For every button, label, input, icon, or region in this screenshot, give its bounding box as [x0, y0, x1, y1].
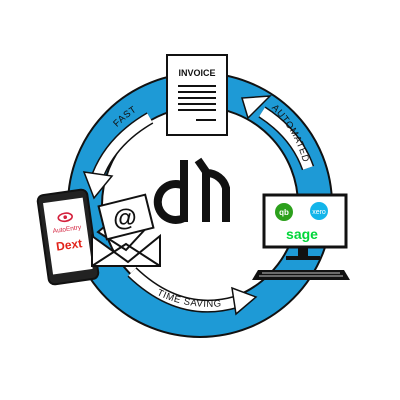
xero-logo-icon	[310, 202, 328, 220]
quickbooks-logo-icon	[275, 203, 293, 221]
email-envelope-icon: @	[91, 193, 161, 267]
sage-logo-label: sage	[286, 226, 318, 242]
invoice-title: INVOICE	[178, 68, 215, 78]
keyboard-icon	[252, 270, 350, 280]
arrow-time-saving	[127, 267, 258, 316]
arrow-automated	[241, 95, 315, 171]
dh-logo-icon	[153, 157, 230, 224]
dext-label: Dext	[55, 236, 83, 253]
invoice-icon: INVOICE	[166, 54, 228, 136]
quickbooks-label: qb	[279, 208, 289, 217]
arrow-fast	[82, 112, 154, 200]
at-symbol-icon: @	[113, 205, 136, 232]
eye-icon	[57, 212, 73, 223]
xero-label: xero	[312, 209, 326, 216]
computer-icon: qb xero sage	[252, 193, 350, 280]
autoentry-label: AutoEntry	[52, 224, 82, 235]
phone-icon: AutoEntry Dext	[36, 188, 100, 286]
